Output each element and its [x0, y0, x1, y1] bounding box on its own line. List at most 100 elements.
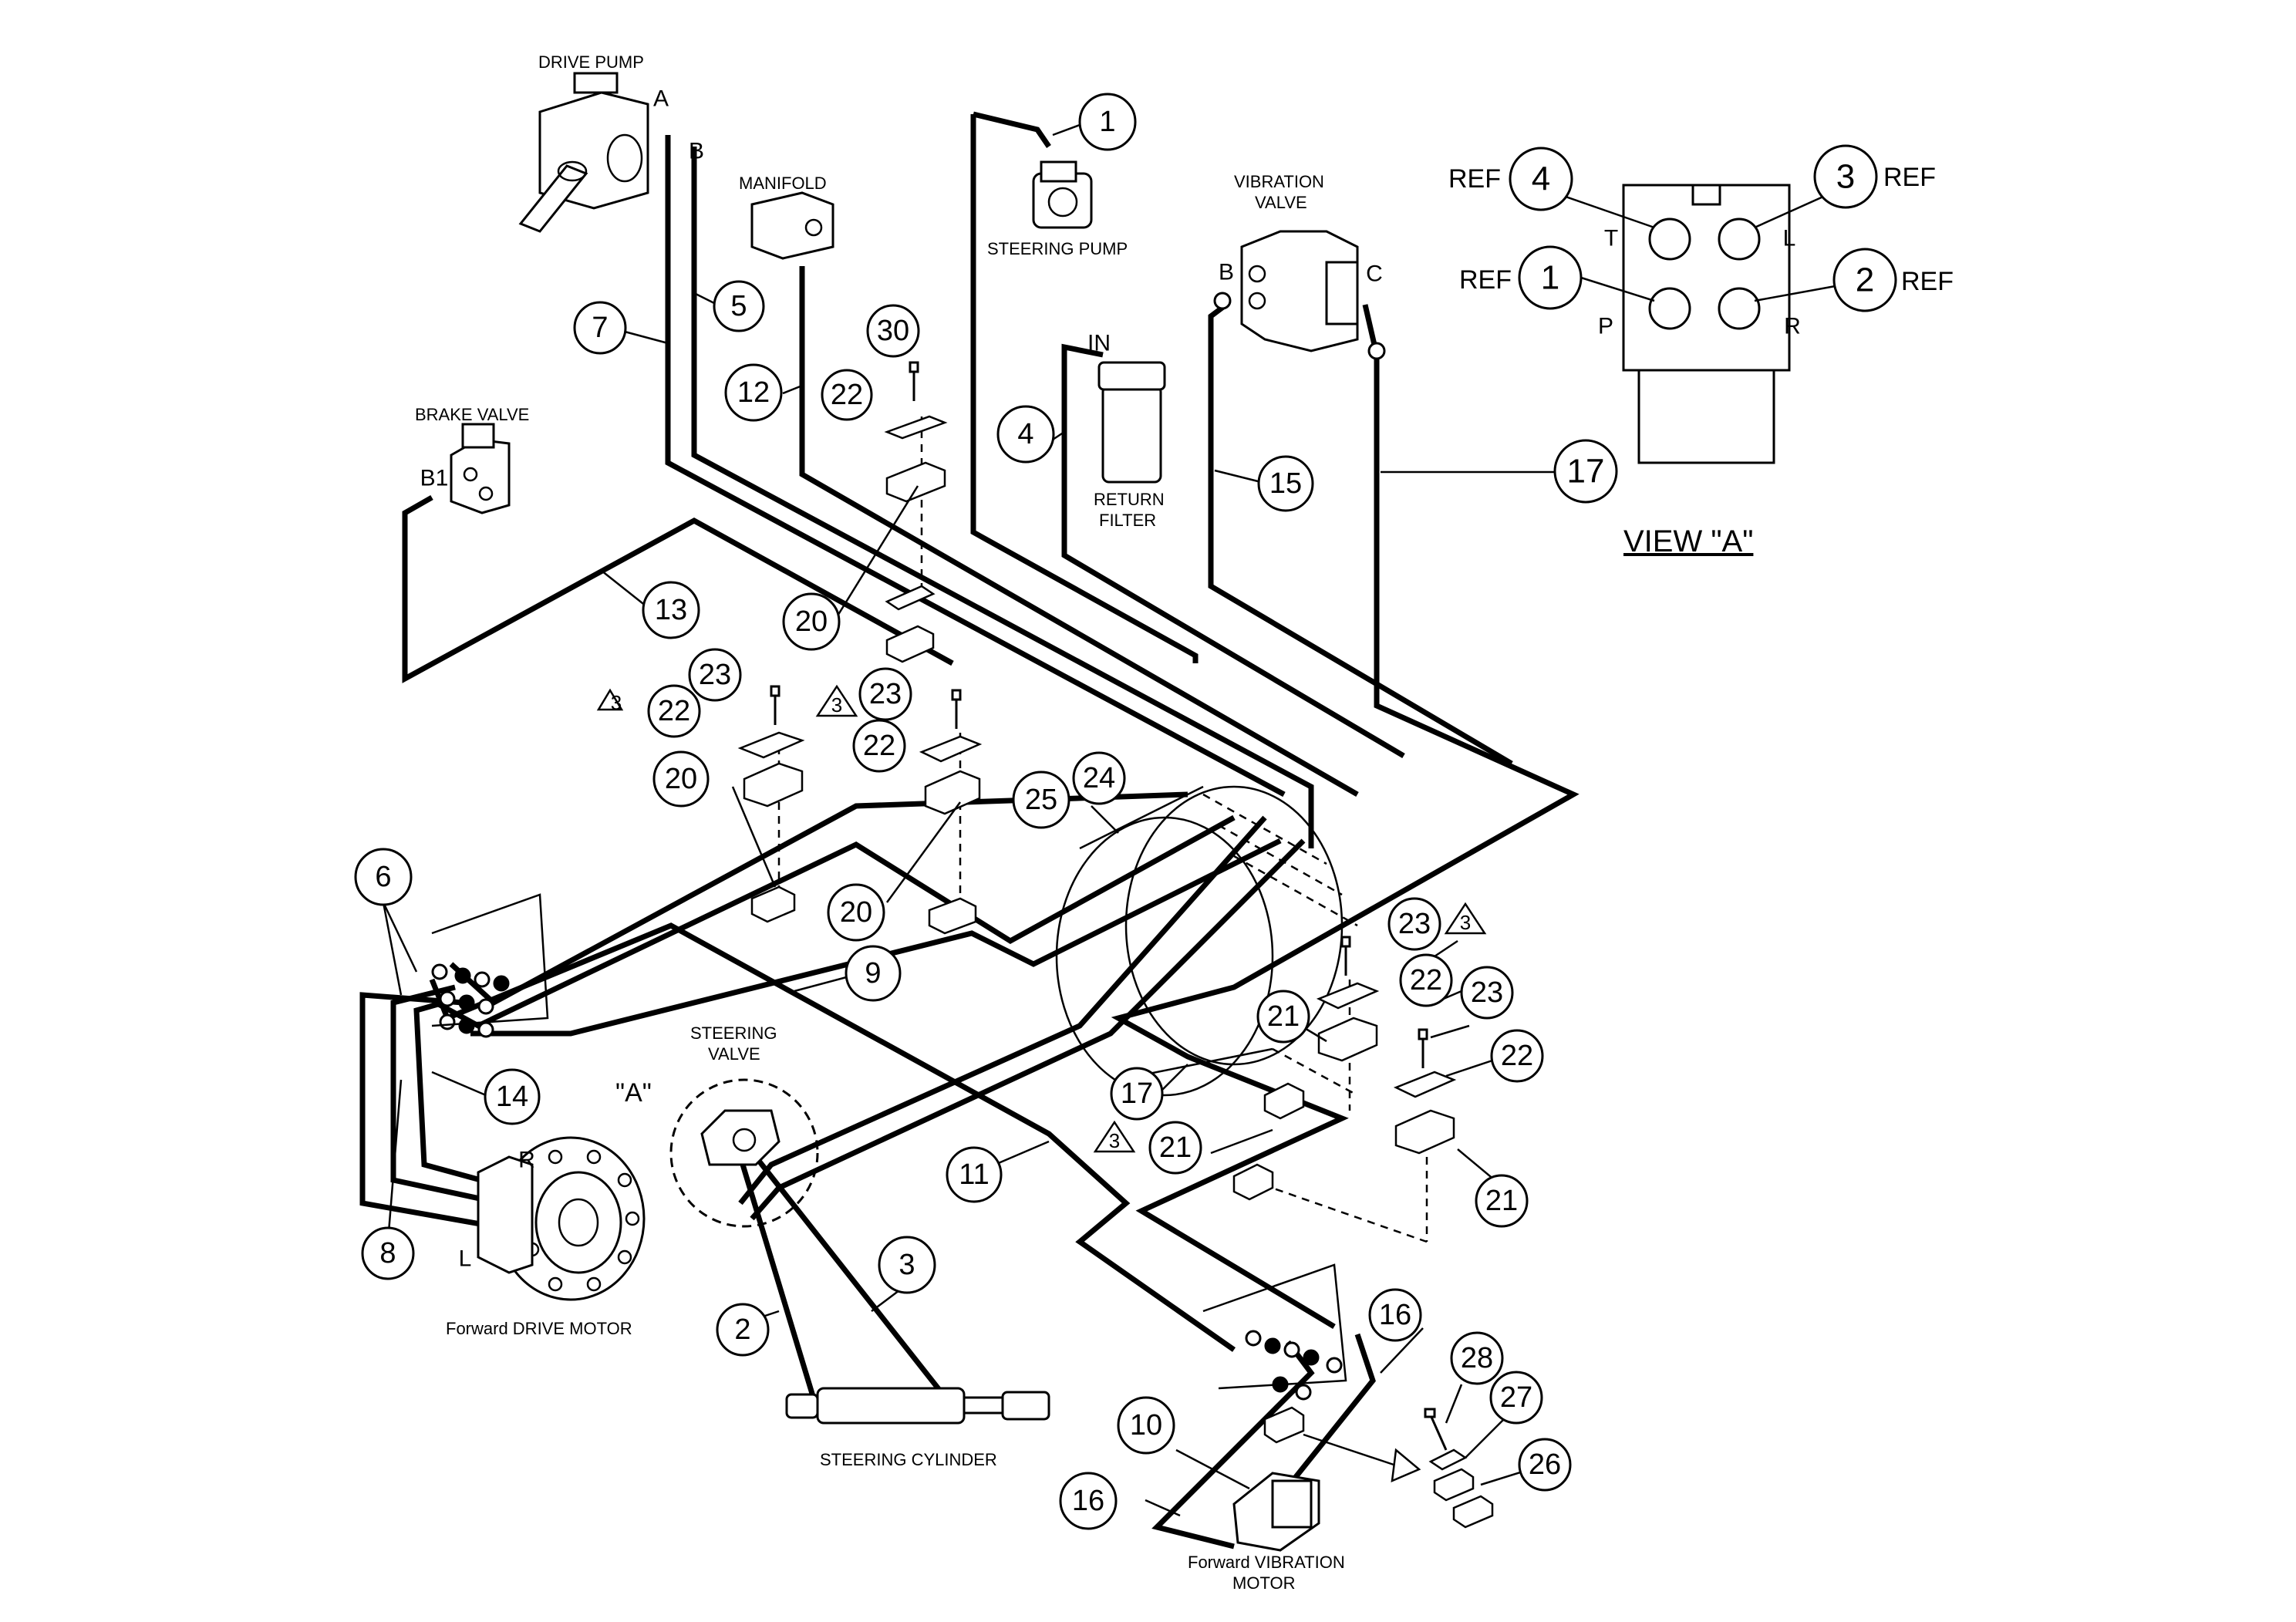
- label-steering-cylinder: STEERING CYLINDER: [820, 1450, 997, 1469]
- port-b1: B1: [420, 466, 449, 491]
- svg-text:25: 25: [1025, 784, 1057, 816]
- port-in: IN: [1087, 331, 1111, 356]
- svg-text:11: 11: [959, 1158, 989, 1191]
- manifold: [750, 191, 834, 260]
- port-vib-b: B: [1219, 260, 1234, 285]
- port-b: B: [689, 139, 704, 164]
- port-motor-l: L: [459, 1246, 472, 1272]
- svg-text:12: 12: [737, 376, 770, 409]
- balloon-22c: 22: [852, 719, 906, 773]
- clamps: [737, 415, 1494, 1529]
- view-a-port-p: P: [1598, 314, 1613, 339]
- balloon-5: 5: [713, 280, 765, 332]
- svg-text:3: 3: [831, 693, 842, 717]
- svg-text:23: 23: [1471, 976, 1503, 1009]
- label-steering-pump: STEERING PUMP: [987, 239, 1128, 258]
- vibration-valve: [1240, 230, 1359, 352]
- port-motor-r: R: [518, 1148, 535, 1173]
- label-manifold: MANIFOLD: [739, 174, 827, 193]
- vibration-motor: [1232, 1472, 1320, 1552]
- balloon-20a: 20: [782, 592, 841, 651]
- svg-text:16: 16: [1379, 1299, 1411, 1331]
- view-a-port-l: L: [1783, 226, 1796, 251]
- balloons: 1 5 7 12 30 22 4 15 17 13 20 23 22 23 22…: [354, 93, 1618, 1530]
- view-a-port-r: R: [1784, 314, 1801, 339]
- svg-text:21: 21: [1485, 1185, 1518, 1217]
- hose-steering-a: [738, 815, 1267, 1206]
- balloon-15: 15: [1257, 455, 1314, 512]
- svg-text:22: 22: [863, 730, 895, 762]
- balloon-9: 9: [845, 945, 902, 1002]
- svg-text:9: 9: [865, 957, 881, 990]
- balloon-13: 13: [642, 581, 700, 639]
- svg-text:20: 20: [665, 763, 697, 795]
- svg-text:22: 22: [1501, 1040, 1533, 1072]
- view-a-port-t: T: [1604, 226, 1618, 251]
- svg-text:22: 22: [1410, 964, 1442, 996]
- port-labels: A B IN B1 B C R L: [420, 86, 1383, 1272]
- label-view-a-title: VIEW "A": [1623, 524, 1753, 558]
- svg-text:3: 3: [1109, 1129, 1120, 1152]
- balloon-30: 30: [866, 304, 920, 358]
- svg-text:6: 6: [375, 861, 391, 893]
- return-filter: [1097, 361, 1166, 484]
- label-drive-pump: DRIVE PUMP: [538, 52, 644, 72]
- hose-16a: [1151, 1340, 1315, 1549]
- hose-5-7a: [691, 147, 1314, 848]
- balloon-24: 24: [1072, 751, 1126, 805]
- balloon-1: 1: [1078, 93, 1137, 151]
- component-labels: DRIVE PUMP MANIFOLD STEERING PUMP VIBRAT…: [415, 52, 1753, 1593]
- hose-2: [737, 1155, 821, 1413]
- hose-4: [1061, 343, 1405, 759]
- svg-text:22: 22: [658, 695, 690, 727]
- hose-1b: [973, 111, 1051, 148]
- dashed-guides: [777, 416, 1428, 1243]
- exploded-arrow: [1303, 1433, 1421, 1483]
- hose-steering-b: [750, 838, 1306, 1221]
- steering-cylinder: [785, 1387, 1050, 1425]
- balloon-22d: 22: [1399, 953, 1453, 1007]
- label-steering-valve-2: VALVE: [708, 1044, 760, 1064]
- balloon-23d: 23: [1460, 966, 1514, 1020]
- label-vibration-valve-1: VIBRATION: [1234, 172, 1324, 191]
- balloon-10: 10: [1117, 1396, 1175, 1455]
- svg-text:22: 22: [831, 379, 863, 411]
- hose-13: [402, 494, 954, 683]
- svg-text:7: 7: [592, 312, 608, 344]
- svg-text:23: 23: [869, 678, 902, 710]
- svg-text:8: 8: [379, 1237, 396, 1270]
- label-brake-valve: BRAKE VALVE: [415, 405, 529, 424]
- balloon-28: 28: [1450, 1331, 1504, 1385]
- svg-text:20: 20: [795, 605, 828, 638]
- svg-text:21: 21: [1159, 1131, 1192, 1164]
- label-steering-valve-1: STEERING: [690, 1023, 777, 1043]
- balloon-20c: 20: [827, 883, 885, 942]
- svg-text:28: 28: [1461, 1342, 1493, 1374]
- svg-text:23: 23: [699, 659, 731, 691]
- svg-text:3: 3: [611, 691, 622, 714]
- svg-text:14: 14: [496, 1081, 528, 1113]
- hose-12: [799, 266, 1359, 798]
- label-return-filter-1: RETURN: [1094, 490, 1165, 509]
- triangle-note-4: 3: [1093, 1120, 1136, 1153]
- steering-valve-callout: [669, 1078, 819, 1228]
- triangle-note-1: 3: [596, 688, 624, 714]
- balloon-12: 12: [724, 363, 783, 422]
- balloon-21a: 21: [1256, 990, 1310, 1044]
- svg-text:24: 24: [1083, 762, 1115, 794]
- fittings: [431, 292, 1386, 1401]
- brake-valve: [450, 423, 511, 514]
- frame-fragments: [431, 893, 1347, 1390]
- label-vibration-valve-2: VALVE: [1255, 193, 1307, 212]
- balloon-22b: 22: [647, 684, 701, 738]
- triangle-notes: 3 3 3 3: [596, 684, 1487, 1153]
- balloon-23c: 23: [1387, 897, 1441, 951]
- svg-text:30: 30: [877, 315, 909, 347]
- hose-main-b: [434, 814, 1236, 1029]
- svg-text:4: 4: [1017, 418, 1033, 450]
- balloon-22a: 22: [821, 369, 873, 421]
- svg-text:27: 27: [1500, 1381, 1532, 1414]
- hose-17: [1111, 304, 1580, 1330]
- balloon-23b: 23: [858, 667, 912, 721]
